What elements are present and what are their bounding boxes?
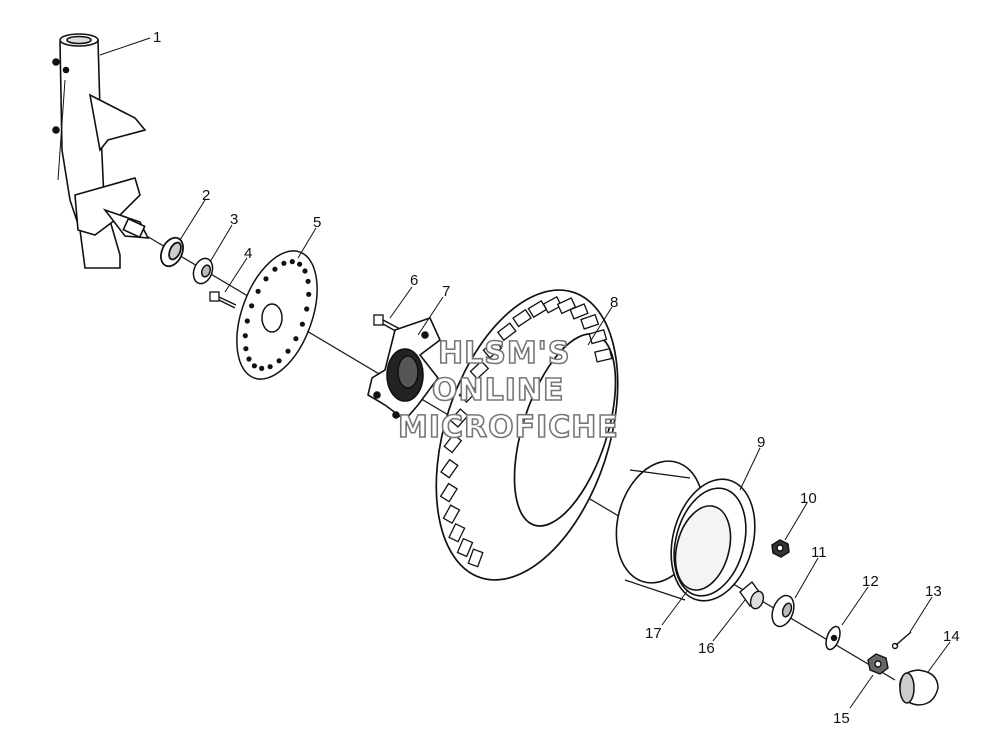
callout-13: 13 bbox=[925, 583, 942, 600]
leader-lines bbox=[99, 37, 951, 709]
callout-9: 9 bbox=[757, 434, 765, 451]
cotter-pin-part bbox=[891, 631, 912, 650]
spacer-part bbox=[739, 580, 765, 610]
seal-part bbox=[160, 236, 184, 268]
castle-nut-part bbox=[867, 653, 889, 675]
callout-11: 11 bbox=[811, 544, 827, 561]
callout-3: 3 bbox=[230, 211, 238, 228]
washer-part bbox=[825, 625, 841, 651]
callout-6: 6 bbox=[410, 272, 418, 289]
callout-15: 15 bbox=[833, 710, 850, 727]
callout-7: 7 bbox=[442, 283, 450, 300]
callout-17: 17 bbox=[645, 625, 662, 642]
outer-bearing-part bbox=[771, 594, 795, 628]
watermark-line-3: MICROFICHE bbox=[398, 410, 619, 445]
wheel-hub-part bbox=[367, 317, 441, 422]
watermark: HLSM'S ONLINE MICROFICHE bbox=[397, 335, 619, 446]
watermark-line-2: ONLINE bbox=[432, 373, 565, 408]
tire-part bbox=[435, 289, 619, 581]
callout-5: 5 bbox=[313, 214, 321, 231]
watermark-line-1: HLSM'S bbox=[438, 336, 570, 371]
lug-nut-part bbox=[771, 539, 790, 558]
wheel-rim-part bbox=[615, 460, 756, 602]
callout-4: 4 bbox=[244, 245, 252, 262]
callout-2: 2 bbox=[202, 187, 210, 204]
spindle-knuckle-part bbox=[52, 33, 150, 269]
callout-1: 1 bbox=[153, 29, 161, 46]
bolt-part bbox=[209, 291, 237, 309]
dust-cap-part bbox=[899, 669, 939, 706]
brake-disc-part bbox=[236, 250, 318, 380]
callout-16: 16 bbox=[698, 640, 715, 657]
callout-14: 14 bbox=[943, 628, 960, 645]
bearing-part bbox=[192, 257, 214, 285]
callout-10: 10 bbox=[800, 490, 817, 507]
callout-labels: 1 2 3 4 5 6 7 8 9 10 11 12 13 14 15 16 1… bbox=[153, 29, 960, 727]
callout-12: 12 bbox=[862, 573, 879, 590]
callout-8: 8 bbox=[610, 294, 618, 311]
